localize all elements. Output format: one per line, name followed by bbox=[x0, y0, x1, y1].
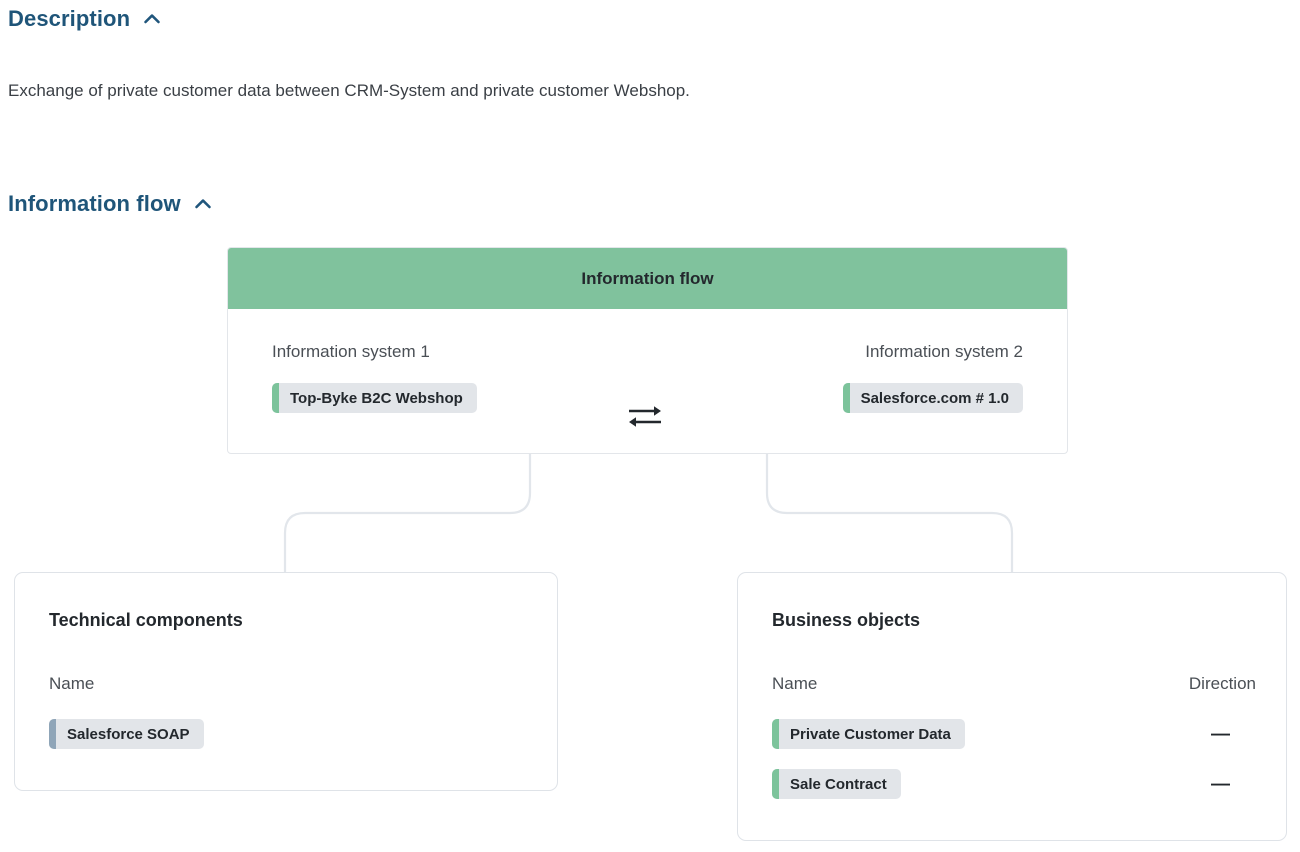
technical-components-card: Technical components Name Salesforce SOA… bbox=[14, 572, 558, 791]
chip-label: Salesforce.com # 1.0 bbox=[860, 389, 1009, 407]
column-header-name: Name bbox=[772, 674, 818, 693]
information-flow-header: Information flow bbox=[228, 248, 1067, 309]
chip-business-object[interactable]: Sale Contract bbox=[772, 769, 901, 799]
information-system-2-label: Information system 2 bbox=[865, 342, 1023, 361]
technical-components-rows: Salesforce SOAP bbox=[49, 719, 527, 769]
chip-information-system-1[interactable]: Top-Byke B2C Webshop bbox=[272, 383, 477, 413]
chip-accent-bar bbox=[49, 719, 56, 749]
chip-accent-bar bbox=[772, 769, 779, 799]
chip-label: Top-Byke B2C Webshop bbox=[290, 389, 463, 407]
business-objects-rows: Private Customer Data — Sale Contract — bbox=[772, 719, 1256, 819]
chip-accent-bar bbox=[772, 719, 779, 749]
table-row: Salesforce SOAP bbox=[49, 719, 527, 749]
table-header-row: Name Direction bbox=[772, 675, 1256, 692]
chevron-up-icon[interactable] bbox=[142, 9, 162, 29]
column-header-name: Name bbox=[49, 674, 95, 693]
information-system-1: Information system 1 Top-Byke B2C Websho… bbox=[272, 343, 477, 418]
information-system-2: Information system 2 Salesforce.com # 1.… bbox=[842, 342, 1023, 418]
table-row: Sale Contract — bbox=[772, 769, 1256, 799]
information-system-1-label: Information system 1 bbox=[272, 342, 430, 361]
card-title: Business objects bbox=[772, 610, 921, 630]
direction-value: — bbox=[1211, 773, 1230, 795]
chip-accent-bar bbox=[842, 383, 850, 413]
section-title-description: Description bbox=[8, 6, 131, 31]
chip-accent-bar bbox=[272, 383, 279, 413]
chip-label: Salesforce SOAP bbox=[67, 725, 190, 743]
direction-value: — bbox=[1211, 723, 1230, 745]
information-flow-body: Information system 1 Top-Byke B2C Websho… bbox=[228, 309, 1067, 453]
chip-technical-component[interactable]: Salesforce SOAP bbox=[49, 719, 204, 749]
bidirectional-exchange-arrows-icon bbox=[626, 401, 664, 431]
card-title: Technical components bbox=[49, 610, 243, 630]
chip-label: Private Customer Data bbox=[790, 725, 951, 743]
chip-information-system-2[interactable]: Salesforce.com # 1.0 bbox=[842, 383, 1023, 413]
section-header-description[interactable]: Description bbox=[8, 8, 162, 30]
table-header-row: Name bbox=[49, 675, 527, 692]
section-header-information-flow[interactable]: Information flow bbox=[8, 193, 213, 215]
chip-business-object[interactable]: Private Customer Data bbox=[772, 719, 965, 749]
chevron-up-icon[interactable] bbox=[193, 194, 213, 214]
chip-label: Sale Contract bbox=[790, 775, 887, 793]
column-header-direction: Direction bbox=[1188, 674, 1256, 693]
information-flow-box: Information flow Information system 1 To… bbox=[227, 247, 1068, 454]
description-text: Exchange of private customer data betwee… bbox=[8, 81, 690, 100]
business-objects-card: Business objects Name Direction Private … bbox=[737, 572, 1287, 841]
table-row: Private Customer Data — bbox=[772, 719, 1256, 749]
section-title-information-flow: Information flow bbox=[8, 191, 181, 216]
